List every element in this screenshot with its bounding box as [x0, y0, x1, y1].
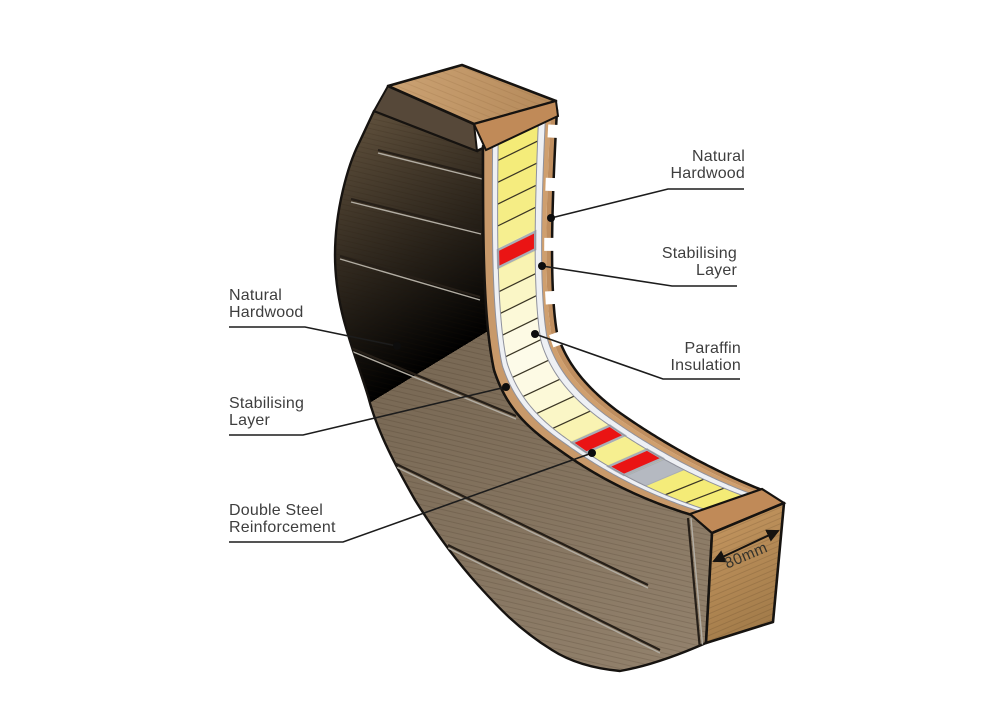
annotation-stabilising-layer-left: Stabilising Layer: [229, 395, 379, 430]
inner-face-notch: [544, 237, 556, 251]
segment-divider: [500, 295, 537, 314]
plank-groove-highlight: [335, 343, 517, 420]
paraffin-segment: [500, 295, 538, 336]
paraffin-segment: [552, 411, 608, 442]
segment-divider: [497, 184, 537, 205]
plank-groove: [391, 461, 649, 586]
paraffin-segment: [512, 360, 560, 397]
annotation-natural-hardwood-right: Natural Hardwood: [600, 148, 745, 183]
paraffin-segment: [505, 339, 549, 378]
plank-groove-highlight: [690, 517, 704, 651]
dot-stabilising-layer-left: [502, 383, 510, 391]
annotation-line: Layer: [229, 411, 271, 429]
paraffin-segment: [685, 488, 745, 510]
annotation-line: Hardwood: [670, 164, 745, 182]
segment-divider: [522, 378, 561, 398]
dimension-arrow: [712, 529, 780, 563]
segment-divider: [497, 140, 538, 162]
segment-divider: [497, 162, 538, 183]
paraffin-segment: [588, 436, 646, 466]
annotation-line: Reinforcement: [229, 518, 336, 536]
inner-face-notch: [547, 124, 560, 138]
paraffin-segment: [523, 379, 575, 414]
paraffin-segment: [665, 479, 724, 503]
annotation-line: Hardwood: [229, 303, 304, 321]
annotation-line: Stabilising: [661, 245, 737, 262]
plank-groove-highlight: [377, 152, 483, 180]
plank-groove: [335, 339, 517, 418]
plank-groove: [447, 544, 661, 651]
top-section-rim: [472, 99, 560, 152]
leader-stabilising-layer-right: [541, 265, 737, 287]
dot-natural-hardwood-right: [547, 214, 555, 222]
plank-groove: [350, 197, 482, 233]
leader-double-steel: [229, 452, 593, 543]
annotation-double-steel-reinforcement: Double Steel Reinforcement: [229, 502, 389, 537]
paraffin-segment: [497, 141, 538, 183]
leader-stabilising-layer-left: [229, 386, 507, 436]
leader-paraffin-insulation: [534, 333, 740, 380]
plank-groove-highlight: [391, 464, 649, 589]
plank-groove-highlight: [447, 547, 661, 654]
layer-edge: [534, 118, 745, 497]
paraffin-segment: [497, 185, 537, 226]
paraffin-segment: [536, 396, 591, 429]
leader-natural-hardwood-left: [229, 326, 398, 347]
layer-edge: [497, 138, 707, 511]
leader-dots: [393, 214, 596, 457]
leader-lines: [229, 188, 744, 543]
segment-divider: [552, 410, 591, 429]
paraffin-segment: [499, 273, 537, 314]
layer-edge: [541, 115, 752, 495]
paraffin-segment: [497, 207, 536, 248]
annotation-paraffin-insulation: Paraffin Insulation: [596, 340, 741, 375]
plank-groove: [377, 148, 483, 178]
inner-face-notch: [545, 177, 557, 192]
segment-divider: [536, 395, 575, 415]
layer-edge: [491, 141, 702, 513]
leader-natural-hardwood-right: [550, 188, 744, 219]
annotation-natural-hardwood-left: Natural Hardwood: [229, 287, 379, 322]
annotation-line: Layer: [695, 261, 737, 279]
segment-divider: [512, 359, 549, 378]
annotation-stabilising-layer-right: Stabilising Layer: [592, 245, 737, 280]
plank-groove: [686, 517, 702, 651]
paraffin-segment: [502, 317, 541, 357]
annotation-line: Paraffin: [684, 340, 741, 357]
paraffin-segment: [645, 469, 704, 495]
segment-divider: [497, 206, 536, 227]
paraffin-segment: [498, 251, 536, 292]
dot-natural-hardwood-left: [393, 342, 401, 350]
segment-divider: [505, 339, 542, 358]
dot-stabilising-layer-right: [538, 262, 546, 270]
plank-groove: [339, 254, 481, 299]
annotation-line: Natural: [229, 287, 282, 304]
annotation-line: Stabilising: [229, 395, 305, 412]
segment-divider: [665, 478, 704, 496]
annotation-line: Insulation: [670, 356, 741, 374]
segment-divider: [685, 487, 725, 504]
annotation-line: Double Steel: [229, 502, 324, 519]
plank-groove-highlight: [339, 258, 481, 301]
plank-groove-highlight: [350, 201, 482, 235]
dot-paraffin-insulation: [531, 330, 539, 338]
plank-grooves: [335, 148, 704, 654]
annotation-line: Natural: [692, 148, 745, 165]
segment-divider: [498, 273, 536, 293]
dot-double-steel: [588, 449, 596, 457]
segment-divider: [502, 317, 539, 336]
paraffin-segment: [497, 163, 537, 205]
inner-face-notch: [545, 290, 557, 305]
